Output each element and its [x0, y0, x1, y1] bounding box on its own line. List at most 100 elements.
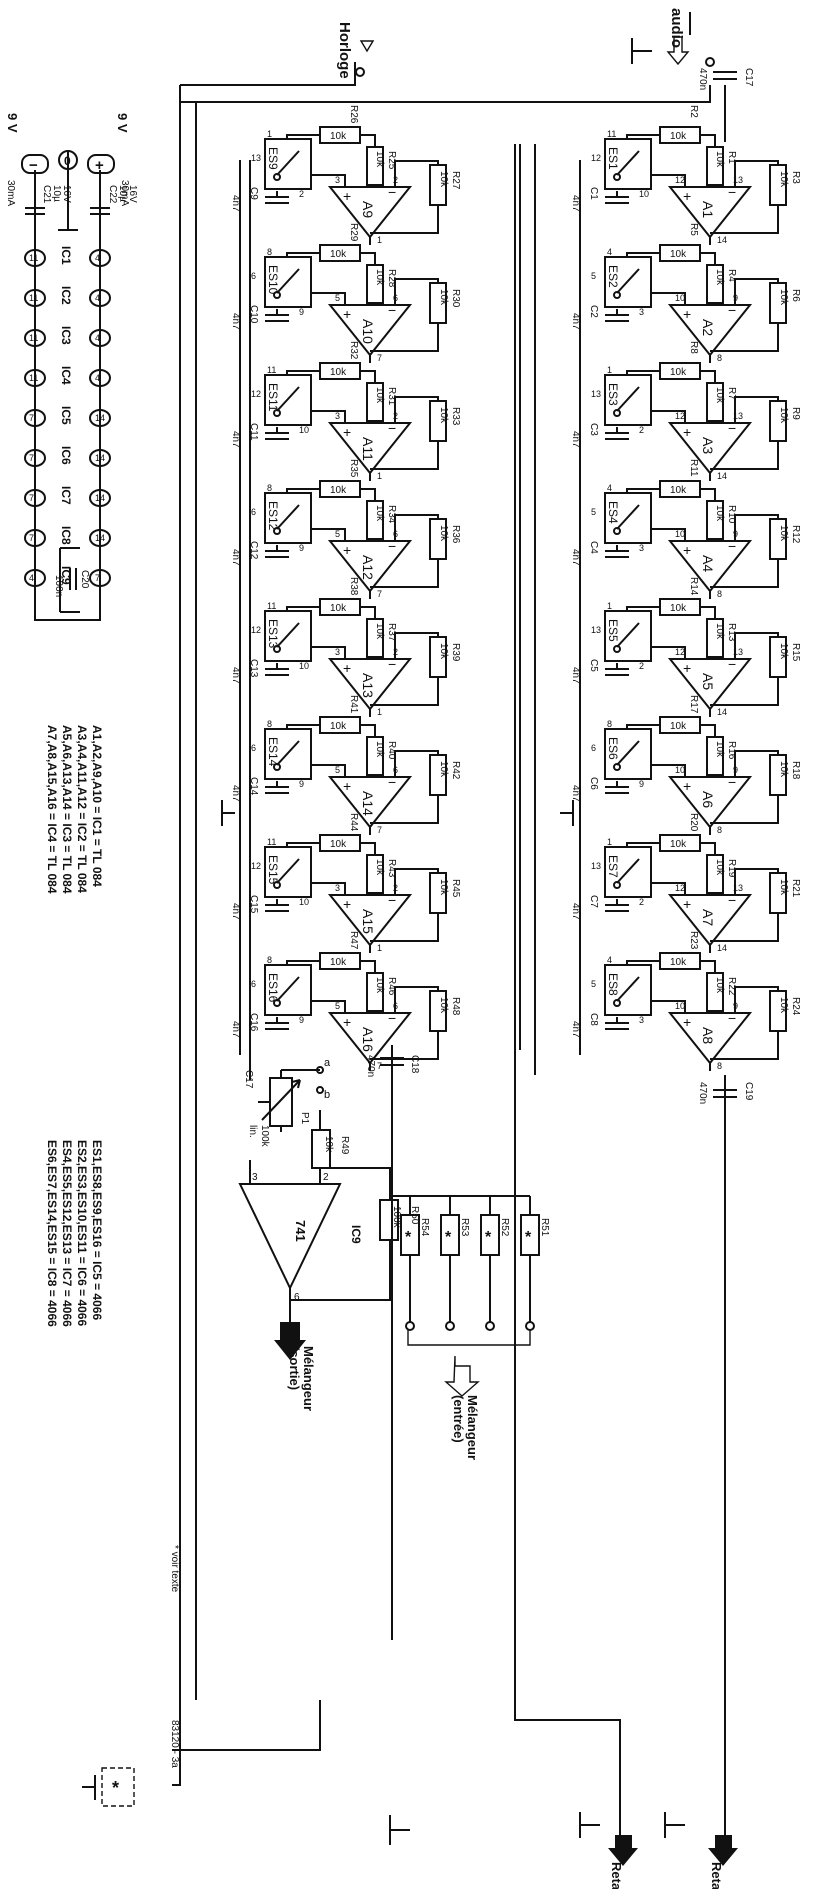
feedback-resistor-value: 10k: [438, 289, 449, 306]
wire: [286, 842, 320, 847]
wire: [710, 441, 779, 470]
wire: [651, 646, 686, 659]
op-amp-label: A13: [360, 673, 376, 698]
input-resistor-label: R40: [386, 741, 397, 760]
feedback-resistor-value: 10k: [778, 879, 789, 896]
wire: [394, 278, 439, 305]
switch-pin-c: 13: [591, 625, 601, 635]
feedback-resistor-value: 10k: [778, 643, 789, 660]
switch-pin-a: 4: [607, 483, 612, 493]
wire: [626, 724, 660, 729]
series-resistor-value: 10k: [330, 131, 347, 142]
op-amp-label: A8: [700, 1027, 716, 1044]
switch-pin-a: 4: [607, 247, 612, 257]
switch-pin-a: 8: [607, 719, 612, 729]
op-amp-pin-out: 1: [377, 707, 382, 717]
op-amp: [667, 186, 753, 239]
wire: [700, 606, 716, 619]
wire: [734, 632, 779, 659]
cap-label: C15: [248, 895, 259, 914]
op-amp-pin-plus: 3: [335, 411, 340, 421]
mixer-resistors: *R51*R52*R53*R54: [400, 1196, 550, 1331]
wire: [311, 292, 346, 305]
pin-pos: [89, 529, 111, 547]
op-amp-plus: +: [683, 542, 691, 558]
wire: [370, 913, 439, 942]
wire: [276, 150, 300, 176]
ic-name: IC1: [59, 246, 73, 265]
ic-name: IC6: [59, 446, 73, 465]
input-resistor-label: R7: [726, 387, 737, 400]
switch-pin-b: 2: [299, 189, 304, 199]
switch-pin-a: 11: [607, 129, 616, 139]
series-resistor-value: 10k: [330, 603, 347, 614]
switch-label: ES13: [266, 619, 280, 649]
input-resistor-label: R4: [726, 269, 737, 282]
op-amp-pin-plus: 10: [675, 1001, 685, 1011]
op-amp-plus: +: [343, 188, 351, 204]
op-amp-label: A15: [360, 909, 376, 934]
mixer-star: *: [525, 1229, 532, 1246]
legend-a-3: A5,A6,A13,A14 = IC3 = TL 084: [60, 725, 74, 894]
feedback-resistor-label: R45: [450, 879, 461, 898]
op-amp-plus: +: [683, 424, 691, 440]
c18-label: C18: [409, 1055, 420, 1074]
series-resistor-label: R11: [688, 459, 699, 477]
op-amp-label: A7: [700, 909, 716, 926]
switch-contact: [613, 999, 621, 1007]
switch-contact: [613, 173, 621, 181]
retard2-label: Retard 2: [609, 1862, 624, 1889]
wire: [710, 1031, 779, 1060]
mixer-resistor-r53: *R53: [440, 1196, 470, 1331]
series-resistor-value: 10k: [330, 721, 347, 732]
switch-pin-b: 10: [299, 425, 309, 435]
op-amp-pin-out: 14: [717, 707, 727, 717]
wire: [394, 396, 439, 423]
cap-value: 4n7: [230, 195, 241, 212]
wire: [360, 134, 376, 147]
input-resistor-label: R19: [726, 859, 737, 878]
op-amp: [667, 422, 753, 475]
series-resistor-label: R26: [348, 105, 359, 124]
op-amp-pin-out: 8: [717, 353, 722, 363]
feedback-resistor-label: R48: [450, 997, 461, 1016]
mel-out-b: (sortie): [287, 1346, 302, 1390]
feedback-resistor-label: R12: [790, 525, 801, 544]
input-resistor-value: 10k: [374, 623, 385, 640]
op-amp-minus: −: [728, 184, 736, 200]
series-resistor-label: R47: [348, 931, 359, 950]
input-resistor-label: R28: [386, 269, 397, 288]
wire: [394, 632, 439, 659]
op-amp-pin-out: 8: [717, 825, 722, 835]
feedback-resistor-label: R33: [450, 407, 461, 426]
op-amp-pin-out: 8: [717, 589, 722, 599]
switch-pin-c: 6: [251, 507, 256, 517]
switch-label: ES3: [606, 383, 620, 406]
series-resistor-label: R8: [688, 341, 699, 354]
wire: [311, 528, 346, 541]
switch-contact: [613, 645, 621, 653]
switch-contact: [273, 173, 281, 181]
cap-value: 4n7: [230, 1021, 241, 1038]
op-amp: [327, 304, 413, 357]
power-supply-block: 9 V 9 V − + 0 30mA 30mA C21 10µ 16V C22 …: [5, 113, 138, 621]
wire: [394, 986, 439, 1013]
wire: [710, 795, 779, 824]
op-amp-pin-in: 13: [733, 175, 743, 185]
horloge-terminal: Horloge: [336, 22, 375, 79]
cap-value: 4n7: [570, 431, 581, 448]
ic9-pin3: 3: [252, 1172, 258, 1183]
wire: [616, 622, 640, 648]
minus-sign: −: [29, 157, 38, 174]
switch-pin-a: 8: [267, 247, 272, 257]
series-resistor-value: 10k: [670, 839, 687, 850]
pin-neg-num: 7: [29, 453, 34, 463]
input-resistor-value: 10k: [714, 977, 725, 994]
series-resistor-label: R17: [688, 695, 699, 714]
wire: [616, 858, 640, 884]
